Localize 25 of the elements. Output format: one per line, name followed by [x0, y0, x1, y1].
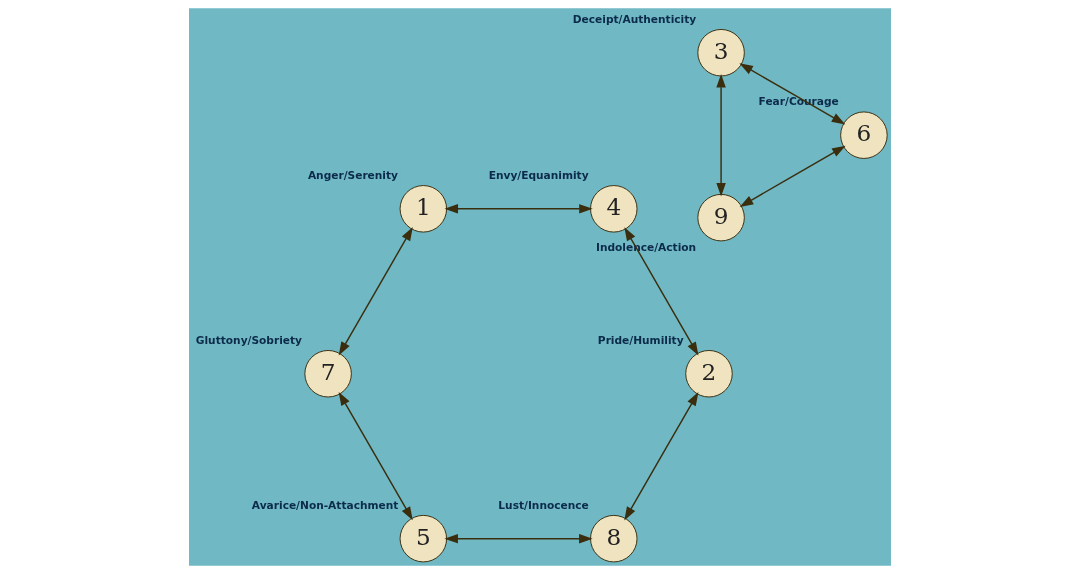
node-label: Avarice/Non-Attachment [251, 498, 399, 512]
node-label: Lust/Innocence [498, 498, 589, 512]
node-label: Pride/Humility [597, 333, 684, 347]
node-circle: 4 [590, 185, 638, 233]
arrow [338, 227, 413, 356]
node-circle: 7 [304, 350, 352, 398]
arrow [716, 73, 726, 197]
arrow [444, 204, 593, 214]
node-circle: 2 [685, 350, 733, 398]
arrow [739, 145, 846, 207]
arrow [444, 533, 593, 544]
node-label: Deceipt/Authenticity [572, 12, 697, 26]
arrow [739, 63, 846, 125]
arrow [338, 391, 413, 521]
node-circle: 1 [399, 185, 448, 233]
arrow [624, 392, 699, 521]
node-circle: 9 [697, 193, 745, 242]
node-label: Gluttony/Sobriety [195, 333, 303, 347]
node-label: Envy/Equanimity [488, 168, 589, 182]
node-circle: 6 [840, 111, 888, 159]
node-label: Anger/Serenity [307, 168, 398, 182]
arrow [624, 227, 699, 356]
node-circle: 3 [697, 29, 745, 77]
node-circle: 8 [590, 514, 638, 563]
node-circle: 5 [399, 514, 448, 563]
